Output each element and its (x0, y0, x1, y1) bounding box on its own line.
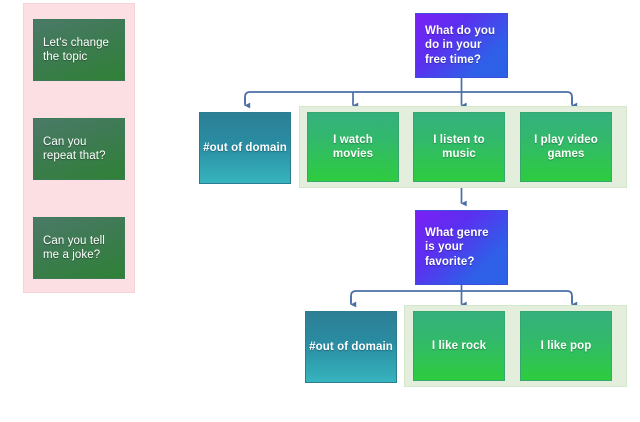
answer-node-listen-music[interactable]: I listen to music (413, 112, 505, 182)
answer-node-play-video-games[interactable]: I play video games (520, 112, 612, 182)
connector-bus-1 (244, 91, 573, 104)
prompt-node-favorite-genre[interactable]: What genre is your favorite? (415, 210, 508, 285)
answer-node-watch-movies[interactable]: I watch movies (307, 112, 399, 182)
suggestion-chip-tell-joke[interactable]: Can you tell me a joke? (33, 217, 125, 279)
out-of-domain-node-level-2[interactable]: #out of domain (305, 311, 397, 383)
answer-node-like-pop[interactable]: I like pop (520, 311, 612, 381)
out-of-domain-node-level-1[interactable]: #out of domain (199, 112, 291, 184)
suggestion-chip-change-topic[interactable]: Let's change the topic (33, 19, 125, 81)
answer-node-like-rock[interactable]: I like rock (413, 311, 505, 381)
prompt-node-free-time[interactable]: What do you do in your free time? (415, 13, 508, 78)
connector-bus-2 (350, 290, 573, 303)
suggestion-chip-repeat-that[interactable]: Can you repeat that? (33, 118, 125, 180)
